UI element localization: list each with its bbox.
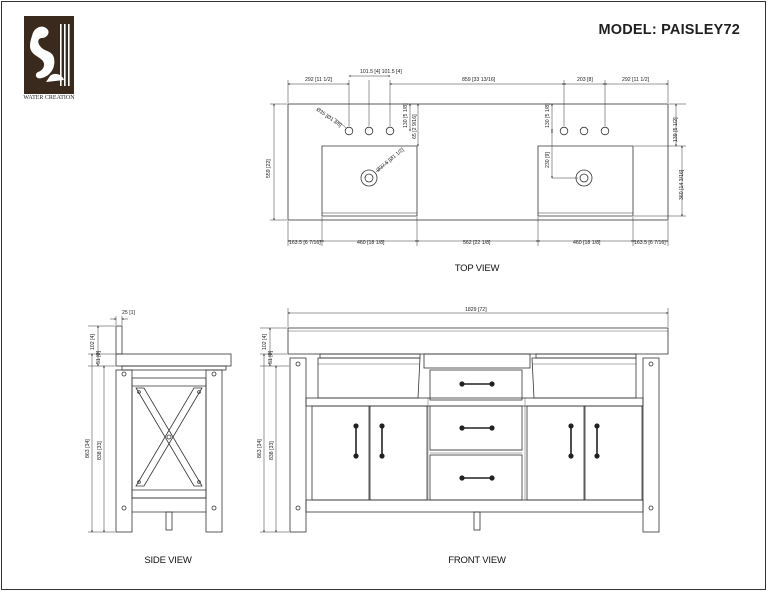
dim-hole-spacing: 101.5 [4] 101.5 [4] [360, 69, 402, 75]
left-faucet-hole-3 [385, 126, 395, 136]
dim-left-sink-width: 460 [18 1/8] [357, 240, 385, 246]
right-faucet-hole-3 [600, 126, 610, 136]
dim-side-cabinet-height: 838 [33] [97, 441, 103, 460]
left-drain [360, 169, 378, 187]
front-right-door-2 [584, 405, 643, 501]
side-x-brace-2 [135, 387, 203, 487]
side-view-label: SIDE VIEW [144, 555, 192, 566]
dim-back-hole-right: 130 [5 1/8] [545, 103, 551, 128]
dim-hole-dia: Ø35 [Ø1 3/8] [315, 107, 343, 129]
dim-hole-drain-right: 230 [9] [545, 152, 551, 168]
model-title: MODEL: PAISLEY72 [598, 22, 740, 38]
front-left-door-2 [369, 405, 428, 501]
side-countertop [115, 353, 232, 367]
side-front-leg [205, 369, 223, 533]
dim-front-cabinet-height: 838 [33] [269, 441, 275, 460]
side-center-foot [165, 511, 173, 531]
dim-side-backsplash-height: 102 [4] [90, 334, 96, 350]
left-faucet-hole-1 [344, 126, 354, 136]
dim-front-overall-width: 1829 [72] [465, 307, 487, 313]
dim-center-span: 859 [33 13/16] [462, 77, 496, 83]
dim-right-sink-width: 460 [18 1/8] [573, 240, 601, 246]
front-drawer-top [429, 369, 523, 401]
right-faucet-hole-1 [559, 126, 569, 136]
front-right-leg [642, 357, 660, 533]
dim-drain-dia: Ø37.5 [Ø1 1/2] [375, 147, 405, 174]
top-view-drawing [287, 103, 669, 221]
dim-depth-total: 559 [22] [266, 159, 272, 178]
front-right-door-1 [526, 405, 585, 501]
dim-side-top-thickness: 51 [2] [96, 350, 102, 364]
front-view-label: FRONT VIEW [448, 555, 506, 566]
right-faucet-hole-2 [579, 126, 589, 136]
countertop-outline [287, 103, 669, 221]
front-center-foot [473, 511, 481, 531]
dim-back-hole-left: 130 [5 1/8] [403, 103, 409, 128]
top-view-label: TOP VIEW [454, 263, 500, 274]
front-top-drawer-rail [423, 353, 531, 369]
front-handles [353, 381, 600, 481]
dim-front-sink-rim: 51 [2] [268, 350, 274, 364]
dim-side-total-height: 863 [34] [85, 439, 91, 458]
dim-between-sinks: 562 [22 1/8] [463, 240, 491, 246]
kneeling-figure-logo-icon [24, 16, 74, 94]
brand-name: WATER CREATION [23, 95, 75, 101]
front-drawer-bottom [429, 454, 523, 501]
dim-left-edge-hole: 292 [11 1/2] [305, 77, 333, 83]
front-view-drawing [287, 327, 669, 533]
left-sink-outline [321, 145, 418, 217]
dim-bottom-right-edge: 163.5 [6 7/16] [634, 240, 666, 246]
front-left-door-1 [311, 405, 370, 501]
dim-front-total-height: 863 [34] [257, 439, 263, 458]
dim-bottom-left-edge: 163.5 [6 7/16] [289, 240, 321, 246]
dim-sink-back-offset: 139 [5 1/2] [673, 117, 679, 142]
side-panel-frame [131, 377, 207, 499]
right-sink-outline [537, 145, 634, 217]
dim-right-hole-spacing: 203 [8] [577, 77, 593, 83]
dim-right-edge-hole: 292 [11 1/2] [622, 77, 650, 83]
side-backsplash [115, 325, 123, 355]
dim-back-sink-left: 65 [2 9/16] [412, 114, 418, 139]
dim-side-backsplash-thickness: 25 [1] [122, 310, 136, 316]
side-rear-leg [115, 369, 133, 533]
dim-front-top-thickness: 102 [4] [262, 334, 268, 350]
right-drain [575, 169, 593, 187]
left-faucet-hole-2 [364, 126, 374, 136]
front-left-leg [289, 357, 307, 533]
side-x-brace-1 [135, 387, 203, 487]
front-countertop [287, 327, 669, 355]
side-view-drawing [115, 325, 232, 533]
dim-sink-depth: 360 [14 3/16] [679, 169, 685, 200]
